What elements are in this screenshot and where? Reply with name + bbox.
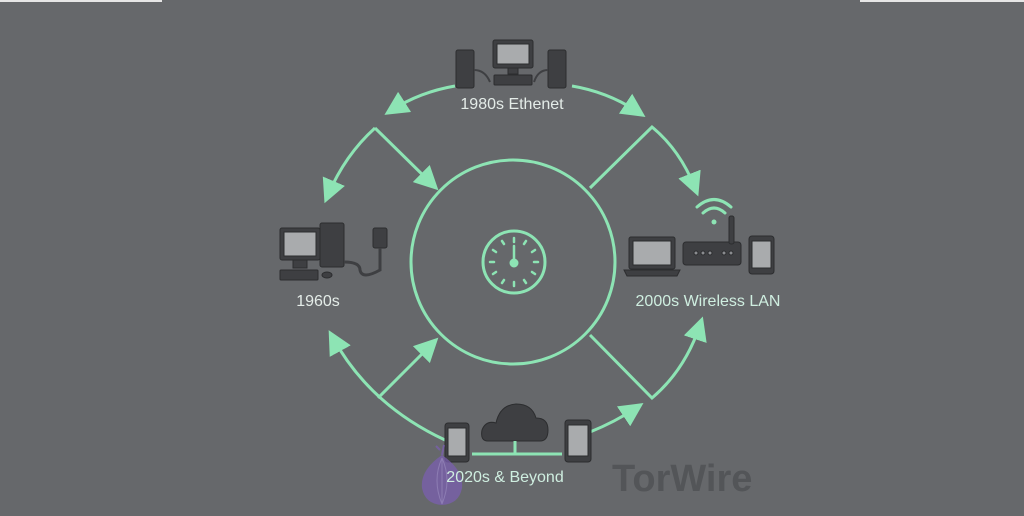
arrow-top-left (384, 84, 456, 115)
clock-icon (481, 229, 547, 295)
smartphone-left-icon (444, 422, 470, 463)
top-left-strip (0, 0, 162, 2)
label-1960s: 1960s (296, 293, 340, 310)
label-2000s: 2000s Wireless LAN (635, 293, 781, 310)
laptop-icon (623, 236, 681, 277)
arrow-bottom-left-inward (376, 337, 439, 400)
center-circle (409, 158, 617, 366)
arrow-top-right (571, 84, 646, 117)
connector-right-upper (588, 124, 701, 197)
connector-right-lower (588, 316, 707, 401)
arrow-bottom-right (589, 403, 644, 434)
cloud-connector (472, 441, 562, 456)
router-icon (682, 215, 742, 266)
label-1980s: 1980s Ethenet (460, 96, 564, 113)
cloud-icon (481, 403, 549, 442)
label-2020s: 2020s & Beyond (446, 469, 564, 486)
smartphone-right-icon (564, 419, 592, 463)
wifi-icon (695, 198, 733, 225)
onion-logo-icon (421, 444, 463, 505)
desktop-computer-icon (279, 222, 388, 281)
smartphone-icon (748, 235, 775, 275)
arrow-left-inward (373, 126, 439, 191)
top-right-strip (860, 0, 1024, 2)
network-computers-icon (455, 39, 567, 89)
watermark-text: TorWire (612, 458, 753, 500)
arrow-left-arc (322, 126, 377, 204)
